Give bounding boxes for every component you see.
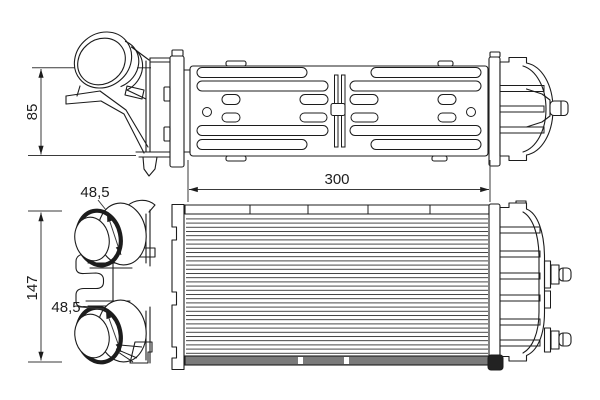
top-view: 85 — [24, 31, 569, 177]
center-divider — [330, 74, 346, 148]
right-tank-top-view — [488, 51, 569, 167]
upper-port-front-view — [74, 199, 156, 269]
dimension-lower-port: 48,5 — [51, 299, 122, 353]
lower-mount-pin — [543, 327, 572, 353]
lower-port-bracket — [115, 341, 153, 364]
port-bracket-front-view — [75, 251, 114, 310]
mounting-bracket-top-view — [65, 85, 171, 177]
upper-mount-pin — [543, 260, 572, 289]
front-view: 147 — [24, 184, 572, 371]
dim-top-depth-label: 85 — [24, 104, 41, 121]
core-top-view — [189, 60, 489, 162]
hole-left — [202, 107, 212, 117]
dim-core-width-label: 300 — [324, 171, 349, 188]
dimension-upper-port: 48,5 — [80, 184, 122, 256]
hole-right — [466, 107, 476, 117]
dimension-front-height: 147 — [24, 210, 62, 363]
left-side-plate-front-view — [171, 203, 185, 371]
dimension-core-width: 300 — [187, 160, 491, 202]
dim-lower-port-label: 48,5 — [51, 299, 80, 316]
core-fins — [186, 216, 488, 354]
right-tank-front-view — [487, 200, 572, 371]
dimension-top-depth: 85 — [24, 67, 151, 156]
rubber-grommet — [487, 354, 504, 371]
core-front-view — [184, 204, 490, 366]
inlet-port-top-view — [73, 31, 150, 100]
connector-pin-top-view — [549, 100, 569, 117]
dim-front-height-label: 147 — [24, 275, 41, 300]
clamp-ear — [124, 85, 145, 100]
dim-upper-port-label: 48,5 — [80, 184, 109, 201]
left-header-plate-top-view — [145, 49, 191, 168]
bottom-header-bar — [184, 355, 490, 366]
